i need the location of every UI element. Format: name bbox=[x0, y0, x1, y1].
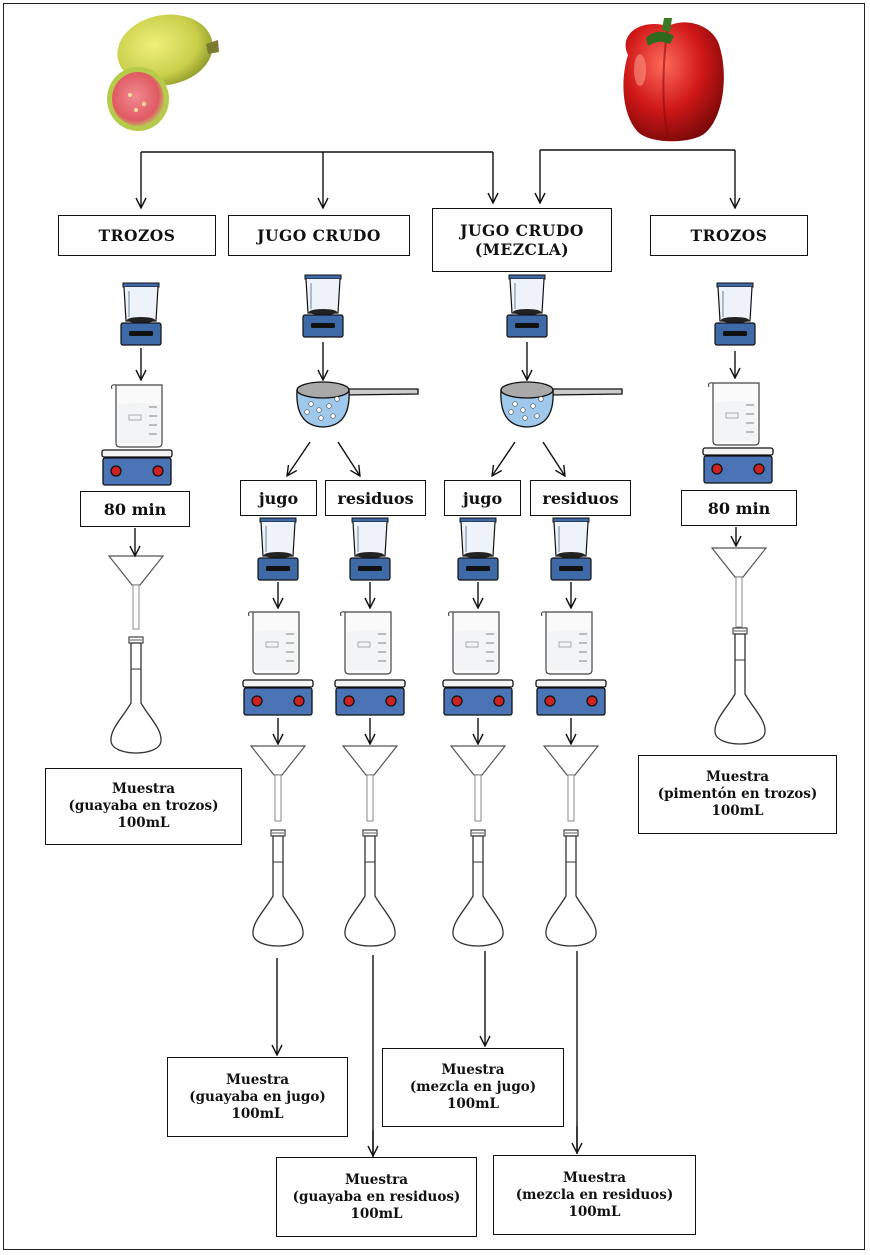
magnetic-stirrer-icon bbox=[442, 679, 514, 716]
flow-arrow bbox=[287, 441, 311, 476]
flow-arrow bbox=[542, 441, 565, 476]
jugo-crudo-box: JUGO CRUDO bbox=[228, 215, 410, 256]
jugo-crudo-mezcla-label: JUGO CRUDO bbox=[460, 221, 584, 240]
blender-icon bbox=[506, 274, 548, 338]
jugo-crudo-label: JUGO CRUDO bbox=[257, 226, 381, 245]
sample-description: (guayaba en trozos) bbox=[68, 798, 219, 814]
volumetric-flask-icon bbox=[252, 829, 304, 947]
funnel-icon bbox=[542, 745, 600, 822]
funnel-icon bbox=[710, 547, 768, 628]
magnetic-stirrer-icon bbox=[535, 679, 607, 716]
jugo-label-1: jugo bbox=[258, 488, 299, 508]
sample-description: (mezcla en residuos) bbox=[515, 1186, 674, 1203]
trozos-guayaba-box: TROZOS bbox=[58, 215, 216, 256]
bell-pepper-icon bbox=[623, 18, 724, 142]
blender-icon bbox=[349, 517, 391, 581]
sample-title: Muestra bbox=[562, 1169, 627, 1186]
sample-description: (pimentón en trozos) bbox=[657, 786, 818, 802]
beaker-icon bbox=[339, 611, 392, 675]
magnetic-stirrer-icon bbox=[334, 679, 406, 716]
beaker-icon bbox=[447, 611, 500, 675]
blender-icon bbox=[457, 517, 499, 581]
sample-mezcla-jugo: Muestra (mezcla en jugo) 100mL bbox=[382, 1048, 564, 1127]
residuos-label-2: residuos bbox=[542, 488, 619, 508]
sample-mezcla-residuos: Muestra (mezcla en residuos) 100mL bbox=[493, 1155, 696, 1235]
blender-icon bbox=[120, 282, 162, 346]
magnetic-stirrer-icon bbox=[101, 449, 173, 486]
time-label-left: 80 min bbox=[103, 499, 167, 519]
sample-description: (guayaba en residuos) bbox=[292, 1188, 461, 1205]
time-box-left: 80 min bbox=[80, 491, 190, 527]
trozos-pimenton-label: TROZOS bbox=[690, 226, 768, 245]
sample-volume: 100mL bbox=[568, 1203, 621, 1220]
volumetric-flask-icon bbox=[545, 829, 597, 947]
volumetric-flask-icon bbox=[452, 829, 504, 947]
beaker-icon bbox=[110, 384, 163, 448]
beaker-icon bbox=[707, 382, 760, 446]
top-connectors bbox=[141, 149, 735, 208]
volumetric-flask-icon bbox=[344, 829, 396, 947]
sample-title: Muestra bbox=[225, 1071, 290, 1088]
sample-guayaba-jugo: Muestra (guayaba en jugo) 100mL bbox=[167, 1057, 348, 1137]
sample-title: Muestra bbox=[111, 781, 176, 797]
time-box-right: 80 min bbox=[681, 490, 797, 526]
jugo-label-2: jugo bbox=[462, 488, 503, 508]
time-label-right: 80 min bbox=[707, 498, 771, 518]
jugo-box-1: jugo bbox=[240, 480, 317, 516]
sample-description: (guayaba en jugo) bbox=[189, 1088, 326, 1105]
guava-icon bbox=[107, 14, 219, 131]
funnel-icon bbox=[341, 745, 399, 822]
sample-volume: 100mL bbox=[231, 1105, 284, 1122]
blender-icon bbox=[550, 517, 592, 581]
flow-arrow bbox=[337, 441, 360, 476]
sample-title: Muestra bbox=[441, 1062, 505, 1078]
beaker-icon bbox=[540, 611, 593, 675]
sample-volume: 100mL bbox=[117, 815, 170, 831]
jugo-crudo-mezcla-box: JUGO CRUDO (MEZCLA) bbox=[432, 208, 612, 272]
blender-icon bbox=[257, 517, 299, 581]
equipment-layer bbox=[101, 274, 774, 947]
strainer-icon bbox=[296, 381, 419, 428]
strainer-icon bbox=[500, 381, 623, 428]
sample-guayaba-trozos: Muestra (guayaba en trozos) 100mL bbox=[45, 768, 242, 845]
sample-volume: 100mL bbox=[711, 803, 764, 819]
mezcla-label: (MEZCLA) bbox=[474, 240, 570, 259]
volumetric-flask-icon bbox=[110, 636, 162, 754]
volumetric-flask-icon bbox=[714, 627, 766, 745]
sample-volume: 100mL bbox=[447, 1096, 499, 1112]
funnel-icon bbox=[249, 745, 307, 822]
sample-guayaba-residuos: Muestra (guayaba en residuos) 100mL bbox=[276, 1157, 477, 1237]
sample-title: Muestra bbox=[705, 769, 770, 785]
process-arrows bbox=[135, 342, 736, 1158]
residuos-box-2: residuos bbox=[530, 480, 631, 516]
trozos-pimenton-box: TROZOS bbox=[650, 215, 808, 256]
trozos-guayaba-label: TROZOS bbox=[98, 226, 176, 245]
funnel-icon bbox=[449, 745, 507, 822]
sample-pimenton-trozos: Muestra (pimentón en trozos) 100mL bbox=[638, 755, 837, 834]
beaker-icon bbox=[247, 611, 300, 675]
residuos-label-1: residuos bbox=[337, 488, 414, 508]
blender-icon bbox=[714, 282, 756, 346]
sample-volume: 100mL bbox=[350, 1205, 403, 1222]
blender-icon bbox=[302, 274, 344, 338]
sample-description: (mezcla en jugo) bbox=[409, 1079, 537, 1095]
flow-arrow bbox=[492, 441, 516, 476]
magnetic-stirrer-icon bbox=[242, 679, 314, 716]
diagram-frame bbox=[3, 3, 865, 1250]
residuos-box-1: residuos bbox=[325, 480, 426, 516]
jugo-box-2: jugo bbox=[444, 480, 521, 516]
funnel-icon bbox=[107, 555, 165, 630]
magnetic-stirrer-icon bbox=[702, 447, 774, 484]
sample-title: Muestra bbox=[344, 1171, 409, 1188]
